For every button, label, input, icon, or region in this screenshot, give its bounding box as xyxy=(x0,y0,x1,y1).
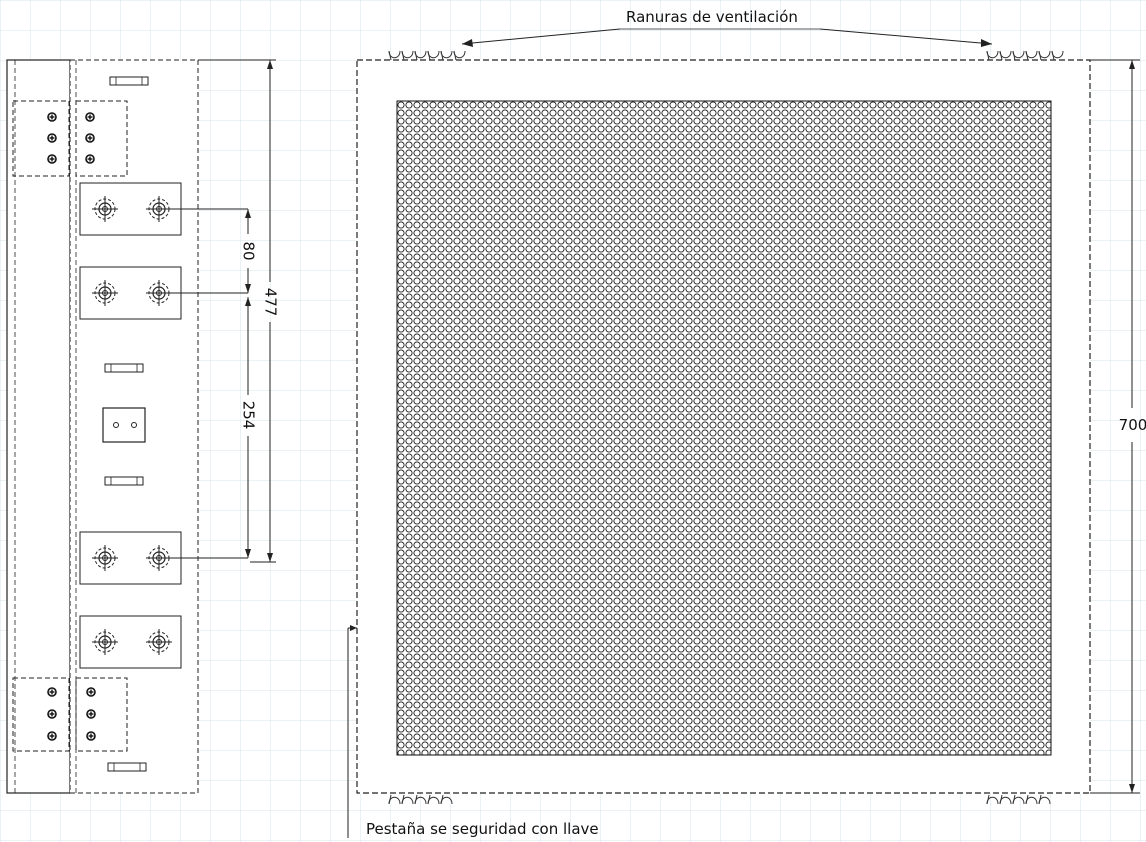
side-slot xyxy=(109,76,149,86)
side-slot xyxy=(104,363,144,373)
safety-tab-label: Pestaña se seguridad con llave xyxy=(366,820,599,838)
dimension-254: 254 xyxy=(159,297,258,559)
screw-plate-top-right xyxy=(75,100,128,177)
screw-plate-bottom-right xyxy=(75,677,128,752)
side-slot xyxy=(107,762,147,772)
dimension-80: 80 xyxy=(159,208,258,294)
dimension-label-477: 477 xyxy=(262,288,280,317)
side-profile-left xyxy=(6,59,71,794)
dimension-label-254: 254 xyxy=(240,401,258,430)
vent-slots-label: Ranuras de ventilación xyxy=(626,8,798,26)
dimension-477: 477 xyxy=(198,59,280,563)
screw-plate-top-left xyxy=(12,100,70,177)
perforated-area xyxy=(396,100,1052,756)
hinge-block xyxy=(79,615,182,669)
side-profile-right xyxy=(69,59,199,794)
lock-block xyxy=(102,407,146,443)
dimension-700: 700 xyxy=(1090,59,1146,794)
safety-tab-callout: Pestaña se seguridad con llave xyxy=(347,625,599,838)
front-view: Ranuras de ventilación 700 Pestaña se se… xyxy=(347,8,1146,838)
dimension-label-80: 80 xyxy=(240,241,258,260)
vent-slots-callout: Ranuras de ventilación xyxy=(461,8,993,47)
side-slot xyxy=(104,476,144,486)
screw-plate-bottom-left xyxy=(12,677,70,752)
side-view: 80 254 477 xyxy=(6,59,280,794)
dimension-label-700: 700 xyxy=(1119,416,1146,434)
